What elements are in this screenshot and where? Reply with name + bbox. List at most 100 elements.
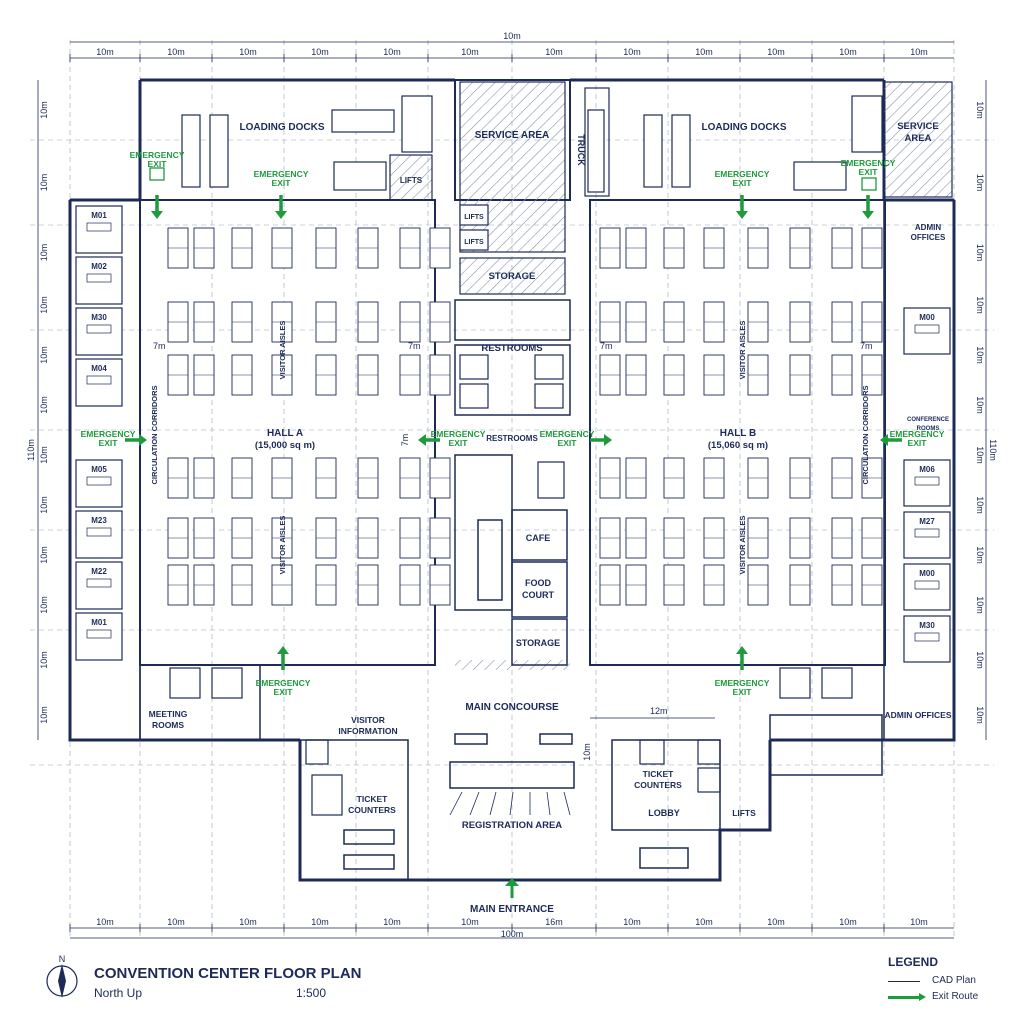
exit-label-line1: EMERGENCY [130, 150, 185, 160]
storage-label-2: STORAGE [516, 638, 560, 648]
registration-area-label: REGISTRATION AREA [462, 820, 562, 831]
dim-left-segment: 10m [39, 651, 49, 669]
circulation-label-b: CIRCULATION CORRIDORS [861, 385, 870, 484]
exit-label-line2: EXIT [449, 438, 469, 448]
meeting-room [903, 511, 951, 559]
restrooms-label: RESTROOMS [481, 343, 542, 354]
dim-bottom-segment: 10m [695, 917, 713, 927]
lifts-label-core-1: LIFTS [464, 214, 484, 221]
lifts-label-lobby: LIFTS [732, 808, 756, 818]
exit-arrow-icon [736, 211, 748, 219]
service-area-right-label-2: AREA [905, 133, 932, 144]
restrooms-label-2: RESTROOMS [486, 434, 538, 443]
exit-arrow-icon [880, 434, 888, 446]
exit-label-line1: EMERGENCY [81, 429, 136, 439]
visitor-aisles-label-a1: VISITOR AISLES [278, 321, 287, 380]
dim-bottom-segment: 10m [167, 917, 185, 927]
dim-right-segment: 10m [975, 446, 985, 464]
ticket-counters-left-label-1: TICKET [357, 794, 389, 804]
exit-label-line1: EMERGENCY [540, 429, 595, 439]
dim-bottom-segment: 10m [311, 917, 329, 927]
hall-a-label: HALL A [267, 428, 303, 439]
meeting-room-label: M30 [919, 621, 935, 630]
dim-top-segment: 10m [839, 47, 857, 57]
main-entrance-label: MAIN ENTRANCE [470, 904, 554, 915]
ticket-counters-right-label-1: TICKET [643, 769, 675, 779]
meeting-table [86, 578, 112, 588]
dim-top-segment: 10m [239, 47, 257, 57]
dim-right-segment: 10m [975, 706, 985, 724]
queue-lane [509, 791, 514, 816]
ticket-counters-right-label-2: COUNTERS [634, 780, 682, 790]
legend-title: LEGEND [888, 955, 939, 969]
north-label: N [59, 955, 66, 964]
exit-label-line1: EMERGENCY [841, 158, 896, 168]
hall-b-label: HALL B [720, 428, 756, 439]
exit-label-line2: EXIT [272, 178, 292, 188]
loading-docks-left-label: LOADING DOCKS [240, 122, 325, 133]
meeting-table [86, 476, 112, 486]
meeting-room-label: M00 [919, 569, 935, 578]
meeting-room [75, 256, 123, 305]
queue-lane [469, 791, 480, 816]
meeting-room [903, 615, 951, 663]
dim-aisle-a: 7m [153, 341, 166, 351]
meeting-room [75, 307, 123, 356]
meeting-room-label: M01 [91, 211, 107, 220]
cafe-label: CAFE [526, 533, 551, 543]
hall-a-booths [167, 227, 451, 606]
dim-aisle-b2: 7m [860, 341, 873, 351]
dim-left-segment: 10m [39, 706, 49, 724]
dim-top-segment: 10m [910, 47, 928, 57]
dim-top-segment: 10m [96, 47, 114, 57]
meeting-room [75, 612, 123, 661]
exit-label-line2: EXIT [908, 438, 928, 448]
meeting-room [903, 307, 951, 355]
meeting-table [86, 273, 112, 283]
dim-left-segment: 10m [39, 101, 49, 119]
exit-label-line1: EMERGENCY [890, 429, 945, 439]
food-court-label-2: COURT [522, 590, 554, 600]
visitor-aisles-label-b2: VISITOR AISLES [738, 516, 747, 575]
dim-lobby-depth: 10m [582, 743, 592, 761]
exit-arrow-icon [736, 646, 748, 654]
exit-arrow-icon [151, 211, 163, 219]
meeting-room-label: M05 [91, 465, 107, 474]
meeting-room [903, 563, 951, 611]
dim-right-segment: 10m [975, 496, 985, 514]
visitor-information-label-1: VISITOR [351, 715, 385, 725]
exit-label-line2: EXIT [733, 178, 753, 188]
orientation-note: North Up [94, 986, 143, 1000]
dim-right-segment: 10m [975, 596, 985, 614]
dim-link: 7m [400, 434, 410, 447]
north-arrow-icon: N [46, 955, 78, 998]
exit-sign-icon [149, 167, 165, 181]
hall-walls [69, 199, 955, 741]
queue-lane [546, 791, 551, 816]
entrance-areas [139, 664, 883, 881]
dim-top-segment: 10m [311, 47, 329, 57]
dim-top-total: 10m [503, 31, 521, 41]
legend-item-exit-route: Exit Route [888, 991, 984, 1005]
meeting-room [75, 561, 123, 610]
dim-top-segment: 10m [623, 47, 641, 57]
stairs-and-lifts [169, 95, 883, 816]
dim-right-segment: 10m [975, 101, 985, 119]
meeting-room-label: M02 [91, 262, 107, 271]
exit-label-line1: EMERGENCY [715, 169, 770, 179]
meeting-table [914, 580, 940, 590]
meeting-rooms-label-1: MEETING [149, 709, 188, 719]
lifts-label-top: LIFTS [400, 176, 423, 185]
hall-a-area: (15,000 sq m) [255, 440, 315, 451]
exit-label-line2: EXIT [859, 167, 879, 177]
